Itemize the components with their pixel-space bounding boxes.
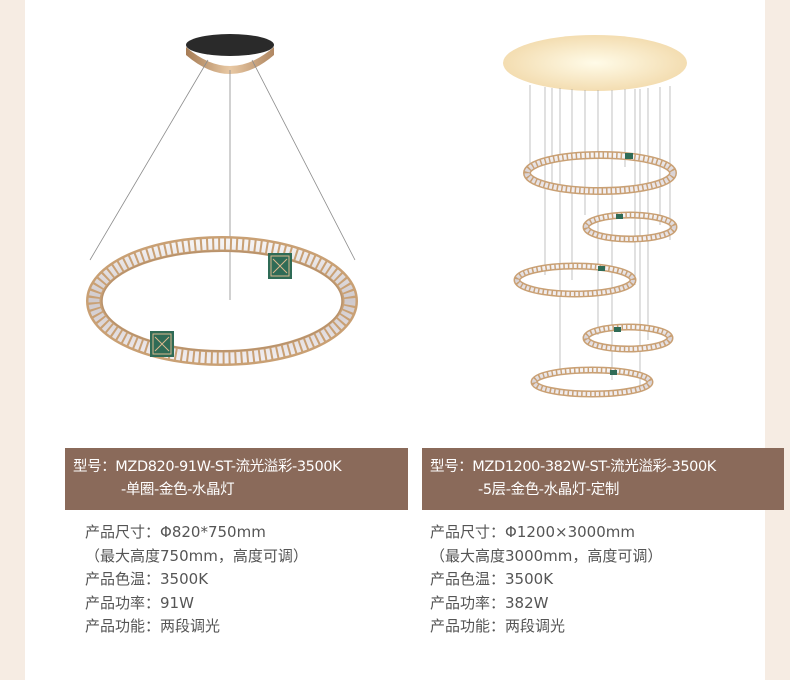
- wire-right: [251, 59, 356, 261]
- ring-inner-edge: [101, 250, 343, 352]
- spec-value: Φ820*750mm: [160, 523, 266, 541]
- canopy: [503, 35, 687, 91]
- spec-size: 产品尺寸：Φ820*750mm: [85, 521, 308, 545]
- spec-label: 产品功率：: [85, 593, 161, 612]
- five-ring-crystal-chandelier-icon: [503, 35, 687, 398]
- spec-label: 产品色温：: [430, 570, 506, 588]
- spec-label: 产品功率：: [430, 593, 506, 612]
- ring-crystals: [88, 238, 356, 364]
- canopy-top: [186, 34, 274, 56]
- spec-function: 产品功能：两段调光: [430, 615, 662, 639]
- spec-function: 产品功能：两段调光: [85, 615, 308, 639]
- spec-color-temp: 产品色温：3500K: [430, 568, 662, 592]
- ring-2: [582, 211, 678, 243]
- spec-height-note: （最大高度750mm，高度可调）: [85, 545, 308, 569]
- spec-power: 产品功率：382W: [430, 592, 662, 616]
- spec-label: 产品功能：: [430, 617, 506, 635]
- spec-power: 产品功率：91W: [85, 592, 308, 616]
- spec-label: 产品色温：: [85, 570, 161, 588]
- single-ring-crystal-chandelier-icon: [86, 34, 358, 366]
- spec-label: 产品功能：: [85, 617, 161, 635]
- spec-value: 382W: [505, 593, 549, 612]
- spec-list: 产品尺寸：Φ1200×3000mm （最大高度3000mm，高度可调） 产品色温…: [430, 521, 662, 639]
- model-number: 型号：MZD820-91W-ST-流光溢彩-3500K: [73, 459, 342, 475]
- spec-label: 产品尺寸：: [85, 523, 161, 541]
- model-bar: 型号：MZD820-91W-ST-流光溢彩-3500K -单圈-金色-水晶灯: [65, 448, 408, 510]
- spec-height-note: （最大高度3000mm，高度可调）: [430, 545, 662, 569]
- emerald-clasp-icon: [268, 253, 292, 279]
- spec-value: （最大高度750mm，高度可调）: [85, 546, 308, 565]
- spec-value: （最大高度3000mm，高度可调）: [430, 546, 663, 565]
- spec-value: 3500K: [505, 570, 554, 588]
- spec-value: 91W: [160, 593, 194, 612]
- model-number: 型号：MZD1200-382W-ST-流光溢彩-3500K: [430, 459, 716, 475]
- product-card: 型号：MZD820-91W-ST-流光溢彩-3500K -单圈-金色-水晶灯 产…: [25, 0, 784, 680]
- wire-left: [89, 59, 209, 261]
- product-image-five-ring: [420, 15, 760, 435]
- model-variant: -单圈-金色-水晶灯: [121, 482, 235, 498]
- spec-value: 3500K: [160, 570, 209, 588]
- product-image-single-ring: [70, 15, 410, 435]
- spec-value: Φ1200×3000mm: [505, 523, 635, 541]
- spec-size: 产品尺寸：Φ1200×3000mm: [430, 521, 662, 545]
- spec-color-temp: 产品色温：3500K: [85, 568, 308, 592]
- spec-list: 产品尺寸：Φ820*750mm （最大高度750mm，高度可调） 产品色温：35…: [85, 521, 308, 639]
- model-bar: 型号：MZD1200-382W-ST-流光溢彩-3500K -5层-金色-水晶灯…: [422, 448, 784, 510]
- ring-5: [530, 366, 654, 398]
- ring-4: [582, 323, 674, 353]
- canopy-base: [186, 47, 274, 74]
- ring-1: [523, 151, 677, 195]
- emerald-clasp-icon: [150, 331, 174, 357]
- ring-3: [513, 262, 637, 298]
- spec-value: 两段调光: [160, 617, 221, 635]
- model-variant: -5层-金色-水晶灯-定制: [478, 482, 619, 498]
- spec-value: 两段调光: [505, 617, 566, 635]
- spec-label: 产品尺寸：: [430, 523, 506, 541]
